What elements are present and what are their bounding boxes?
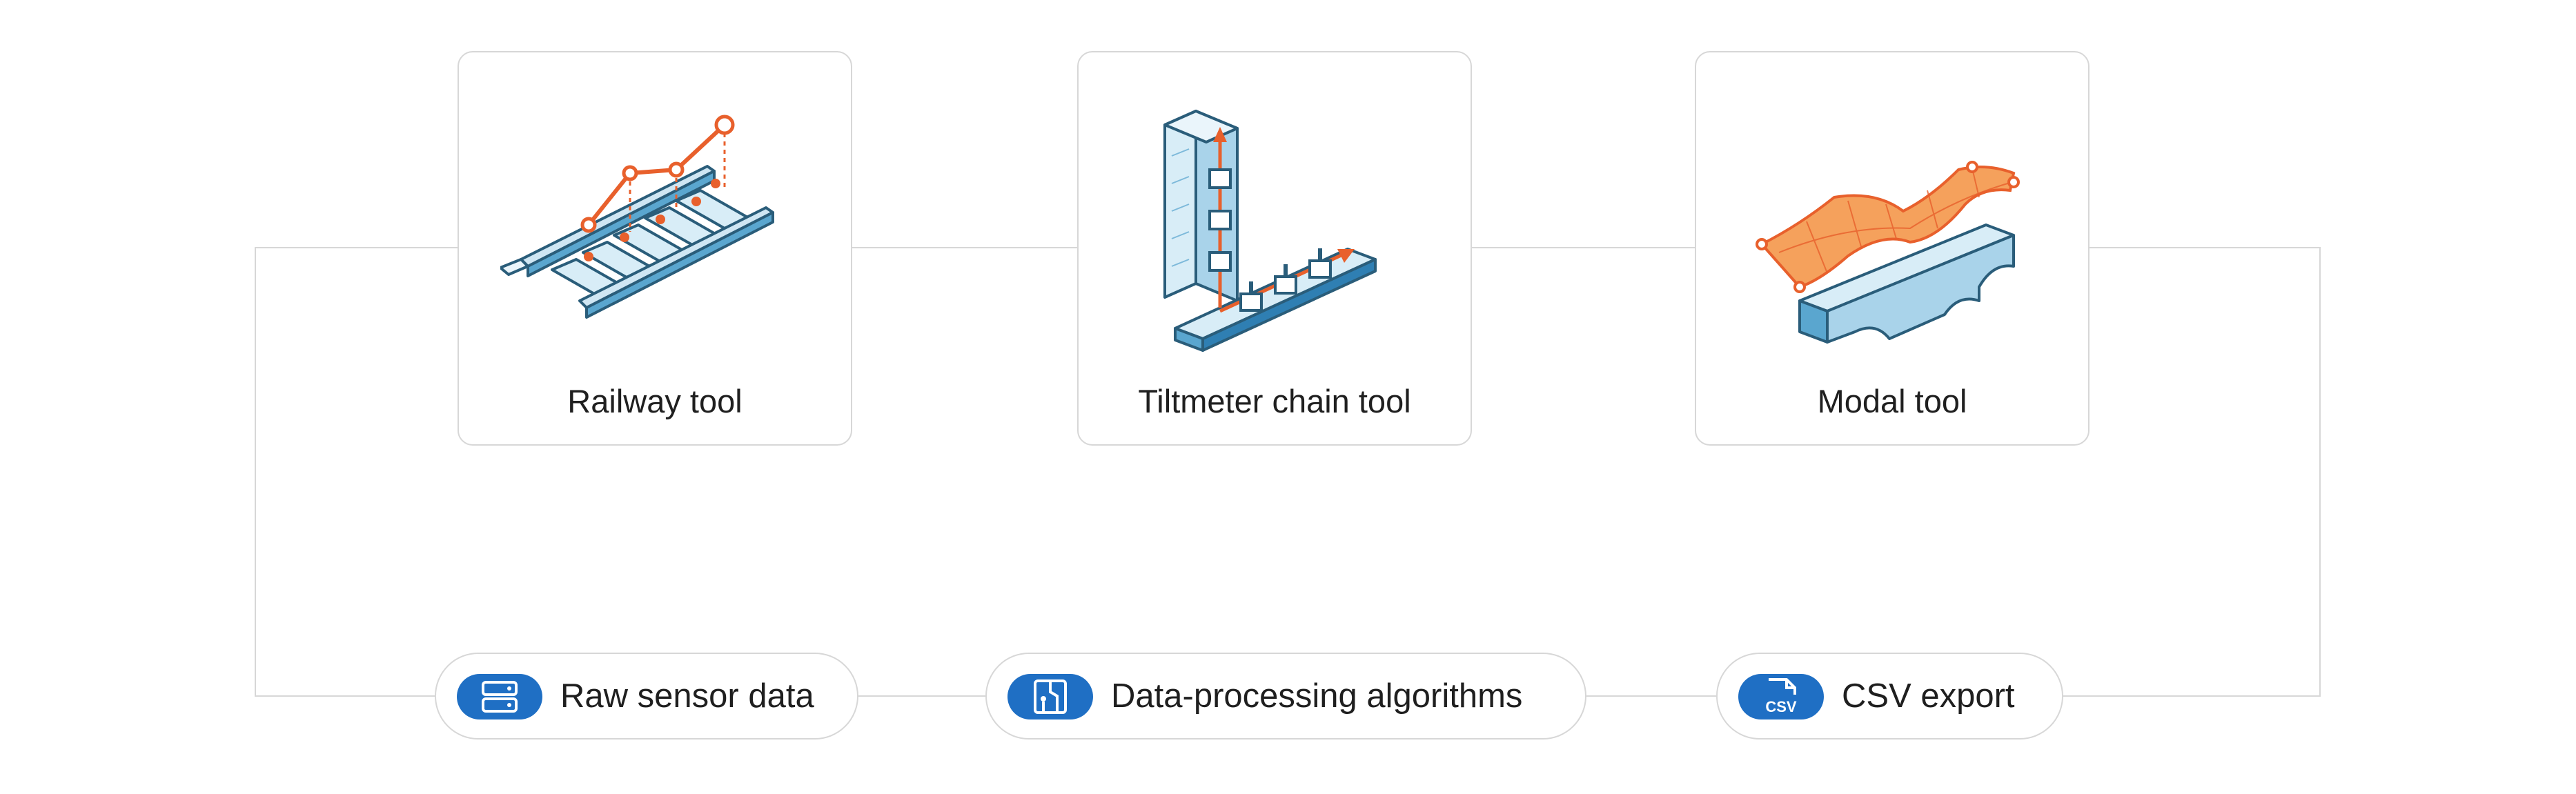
csv-export-pill[interactable]: CSV CSV export [1716, 653, 2063, 740]
modal-tool-label: Modal tool [1817, 383, 1967, 419]
tiltmeter-chain-icon [1163, 110, 1377, 352]
server-icon [482, 681, 518, 713]
modal-tool-card[interactable]: Modal tool [1695, 51, 2090, 446]
tiltmeter-chain-tool-card[interactable]: Tiltmeter chain tool [1077, 51, 1472, 446]
railway-tool-label: Railway tool [567, 383, 743, 419]
csv-export-badge: CSV [1738, 674, 1824, 719]
data-processing-algorithms-pill[interactable]: Data-processing algorithms [985, 653, 1586, 740]
tiltmeter-chain-tool-label: Tiltmeter chain tool [1138, 383, 1411, 419]
raw-sensor-data-label: Raw sensor data [560, 677, 814, 715]
csv-file-icon: CSV [1765, 678, 1797, 715]
raw-sensor-data-badge [457, 674, 542, 719]
algorithm-icon [1034, 679, 1067, 714]
bridge-modal-icon [1756, 161, 2020, 344]
raw-sensor-data-pill[interactable]: Raw sensor data [435, 653, 858, 740]
railway-track-chart-icon [500, 115, 774, 319]
svg-text:CSV: CSV [1765, 698, 1797, 715]
railway-tool-card[interactable]: Railway tool [458, 51, 852, 446]
data-processing-badge [1007, 674, 1093, 719]
csv-export-label: CSV export [1842, 677, 2015, 715]
data-processing-algorithms-label: Data-processing algorithms [1111, 677, 1523, 715]
